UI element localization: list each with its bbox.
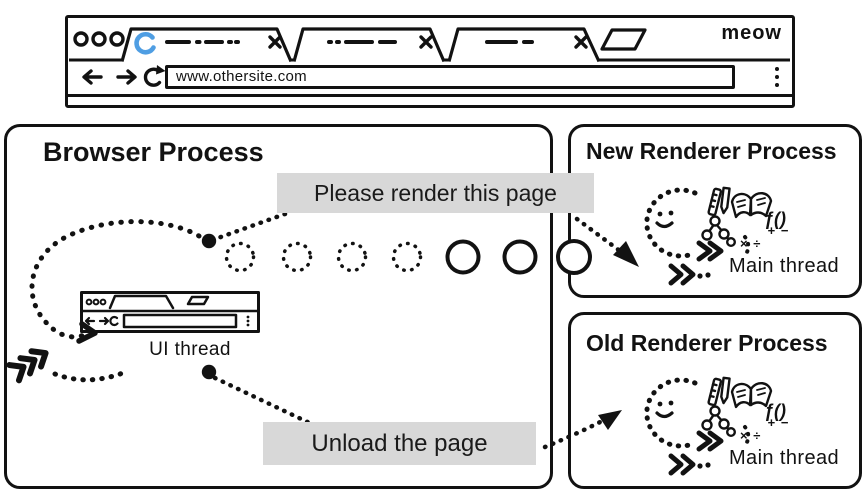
new-renderer-title: New Renderer Process <box>586 138 837 164</box>
tab-strip <box>69 27 790 63</box>
forward-icon[interactable] <box>116 69 137 85</box>
function-icon: ƒ() <box>764 401 786 421</box>
new-tab-icon[interactable] <box>600 28 647 51</box>
browser-window: meow www.othersite.com <box>65 15 795 108</box>
reload-icon[interactable] <box>143 65 166 87</box>
tab-close-icon[interactable] <box>419 35 433 49</box>
traffic-lights-icon <box>73 31 125 47</box>
nav-buttons <box>82 65 166 87</box>
message-render-label: Please render this page <box>277 173 594 213</box>
tab-1[interactable] <box>120 27 293 63</box>
tab-2[interactable] <box>292 27 446 63</box>
old-renderer-title: Old Renderer Process <box>586 330 828 356</box>
function-icon: ƒ() <box>764 209 786 229</box>
math-icon: + −× ÷ <box>740 415 790 443</box>
tab-3[interactable] <box>447 27 601 63</box>
old-renderer-box: Old Renderer Process + −× ÷ ƒ() Main thr… <box>568 312 862 489</box>
back-icon[interactable] <box>82 69 103 85</box>
toolbar: www.othersite.com <box>68 61 792 97</box>
tab-close-icon[interactable] <box>268 35 282 49</box>
new-renderer-box: New Renderer Process + −× ÷ ƒ() Main thr… <box>568 124 862 298</box>
main-thread-label: Main thread <box>729 255 840 277</box>
math-icon: + −× ÷ <box>740 223 790 251</box>
signature-meow: meow <box>721 22 782 44</box>
main-thread-label: Main thread <box>729 447 840 469</box>
ui-thread-label: UI thread <box>149 339 231 360</box>
ui-thread-browser-icon <box>80 291 260 333</box>
url-bar[interactable]: www.othersite.com <box>165 65 735 89</box>
menu-dots-icon[interactable] <box>773 65 781 89</box>
spinner-icon <box>134 31 156 55</box>
message-unload-label: Unload the page <box>263 422 536 465</box>
browser-process-title: Browser Process <box>43 137 264 167</box>
tab-close-icon[interactable] <box>574 35 588 49</box>
